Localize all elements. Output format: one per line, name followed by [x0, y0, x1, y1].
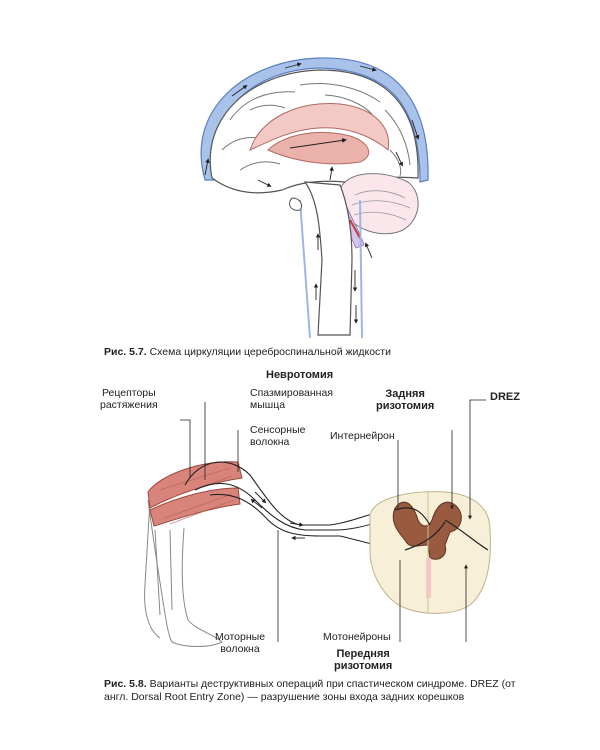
spinal-cord-section: [370, 492, 490, 614]
label-sensory-fibers: Сенсорные волокна: [250, 424, 305, 448]
label-posterior-rhizotomy: Задняя ризотомия: [376, 388, 434, 412]
label-interneuron: Интернейрон: [330, 430, 395, 442]
brainstem: [305, 182, 352, 335]
label-motoneurons: Мотонейроны: [323, 631, 391, 643]
label-spasm-muscle: Спазмированная мышца: [250, 387, 333, 411]
figure-5-7-caption: Рис. 5.7. Схема циркуляции цереброспинал…: [104, 346, 391, 359]
figure-5-8-caption: Рис. 5.8. Варианты деструктивных операци…: [104, 678, 524, 704]
figure-5-7-number: Рис. 5.7.: [104, 346, 147, 358]
label-motor-fibers: Моторные волокна: [215, 631, 265, 655]
label-anterior-rhizotomy: Передняя ризотомия: [334, 648, 392, 672]
label-drez: DREZ: [490, 391, 520, 403]
brain-csf-illustration: [0, 0, 600, 360]
figure-5-8-number: Рис. 5.8.: [104, 678, 147, 690]
figure-5-8-caption-text: Варианты деструктивных операций при спас…: [104, 678, 516, 703]
label-receptors: Рецепторы растяжения: [100, 387, 158, 411]
figure-5-7: [0, 0, 600, 360]
figure-5-7-caption-text: Схема циркуляции цереброспинальной жидко…: [150, 346, 391, 358]
